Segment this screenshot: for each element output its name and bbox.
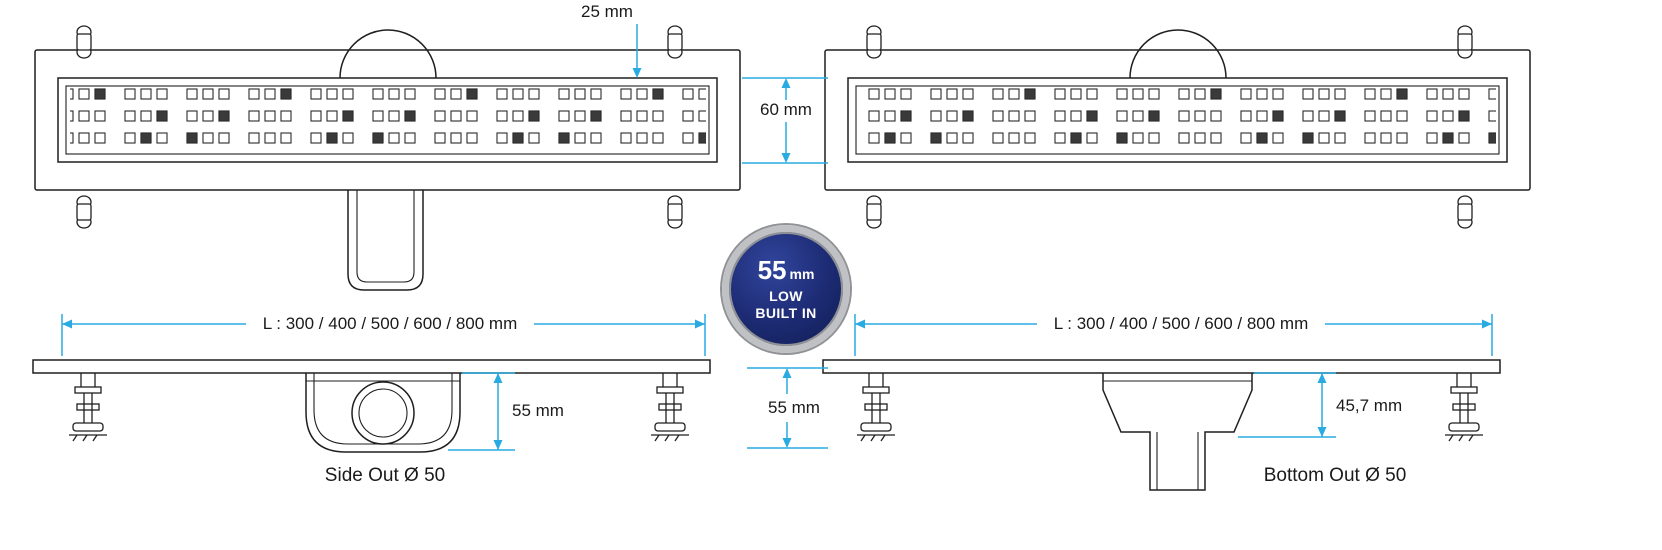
grate-pattern-filled [70,88,706,154]
side-out-caption: Side Out Ø 50 [324,465,446,486]
adjustable-foot [650,372,690,442]
badge-value-unit: mm [789,266,815,282]
grate-frame-outer [847,77,1508,163]
trap-body-inner [313,373,453,445]
dimension-25mm [632,24,642,78]
mount-bracket-icon [667,195,683,229]
drain-body-arc [339,29,437,79]
mount-bracket-icon [866,195,882,229]
channel-profile [822,359,1501,374]
dimension-height-left-55mm [448,372,515,451]
badge-value-number: 55 [757,255,787,285]
dim-60mm-label: 60 mm [760,100,812,119]
top-view-right [824,25,1531,229]
adjustable-foot [1444,372,1484,442]
mount-bracket-icon [76,195,92,229]
side-view-right [822,359,1501,491]
trap-body [1102,373,1253,491]
mount-bracket-icon [1457,25,1473,59]
side-outlet-pipe-inner [358,388,408,438]
side-outlet-pipe [351,381,415,445]
mount-bracket-icon [667,25,683,59]
badge-low-text: LOW [769,288,803,304]
trap-body [305,373,461,453]
mount-bracket-icon [76,25,92,59]
channel-flange [34,49,741,191]
dim-height-right-label: 45,7 mm [1336,396,1403,415]
mount-bracket-icon [1457,195,1473,229]
channel-profile [32,359,711,374]
dim-height-center-label: 55 mm [751,398,837,418]
drain-body-arc [1129,29,1227,79]
dim-length-left-label: L : 300 / 400 / 500 / 600 / 800 mm [246,314,534,334]
bottom-out-caption: Bottom Out Ø 50 [1263,465,1407,486]
adjustable-foot [68,372,108,442]
dimension-height-right-45-7mm [1238,372,1336,438]
siphon-housing-inner [356,190,415,283]
dim-length-right-label: L : 300 / 400 / 500 / 600 / 800 mm [1037,314,1325,334]
grate-frame-outer [57,77,718,163]
channel-flange [824,49,1531,191]
siphon-housing [347,190,424,291]
mount-bracket-icon [866,25,882,59]
side-view-left [32,359,711,453]
grate-pattern-filled [860,88,1496,154]
top-view-left [34,25,741,291]
dim-25mm-label: 25 mm [581,2,633,21]
badge-built-in-text: BUILT IN [755,305,817,321]
adjustable-foot [856,372,896,442]
dimension-60mm [742,77,828,164]
dim-height-left-label: 55 mm [512,401,564,420]
dimension-height-center-55mm [747,367,828,449]
